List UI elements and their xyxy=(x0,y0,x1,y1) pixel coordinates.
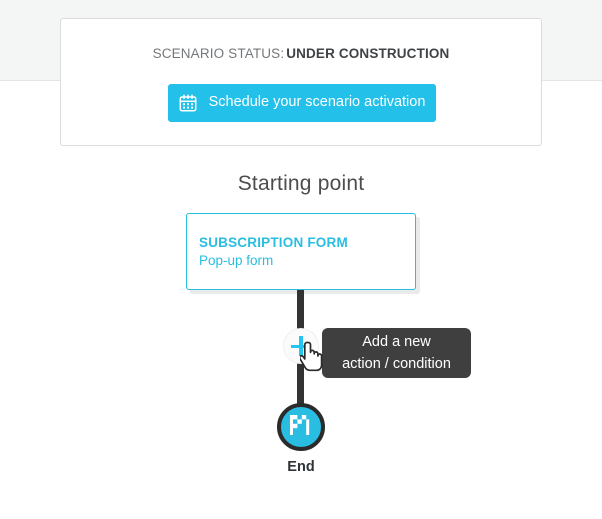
scenario-status-line: SCENARIO STATUS:UNDER CONSTRUCTION xyxy=(61,46,541,61)
schedule-button-label: Schedule your scenario activation xyxy=(208,93,426,110)
scenario-status-card: SCENARIO STATUS:UNDER CONSTRUCTION Sched… xyxy=(60,18,542,146)
scenario-status-value: UNDER CONSTRUCTION xyxy=(286,46,450,61)
checkered-flag-icon xyxy=(288,413,314,442)
end-node-label: End xyxy=(287,459,315,475)
end-node[interactable] xyxy=(277,403,325,451)
tooltip-line-2: action / condition xyxy=(342,356,451,372)
connector-line-upper xyxy=(297,290,304,340)
calendar-icon xyxy=(179,94,197,112)
plus-icon-vertical-stroke xyxy=(299,336,303,356)
schedule-scenario-activation-button[interactable]: Schedule your scenario activation xyxy=(168,84,436,122)
starting-point-heading: Starting point xyxy=(237,172,365,195)
add-step-button[interactable] xyxy=(283,328,319,364)
trigger-node-subtitle: Pop-up form xyxy=(199,253,274,268)
tooltip-line-1: Add a new xyxy=(362,334,431,350)
connector-line-lower xyxy=(297,352,304,408)
add-step-tooltip: Add a new action / condition xyxy=(322,328,471,378)
scenario-status-label: SCENARIO STATUS: xyxy=(152,46,285,61)
trigger-node-subscription-form[interactable]: SUBSCRIPTION FORM Pop-up form xyxy=(186,213,416,290)
trigger-node-title: SUBSCRIPTION FORM xyxy=(199,235,348,250)
